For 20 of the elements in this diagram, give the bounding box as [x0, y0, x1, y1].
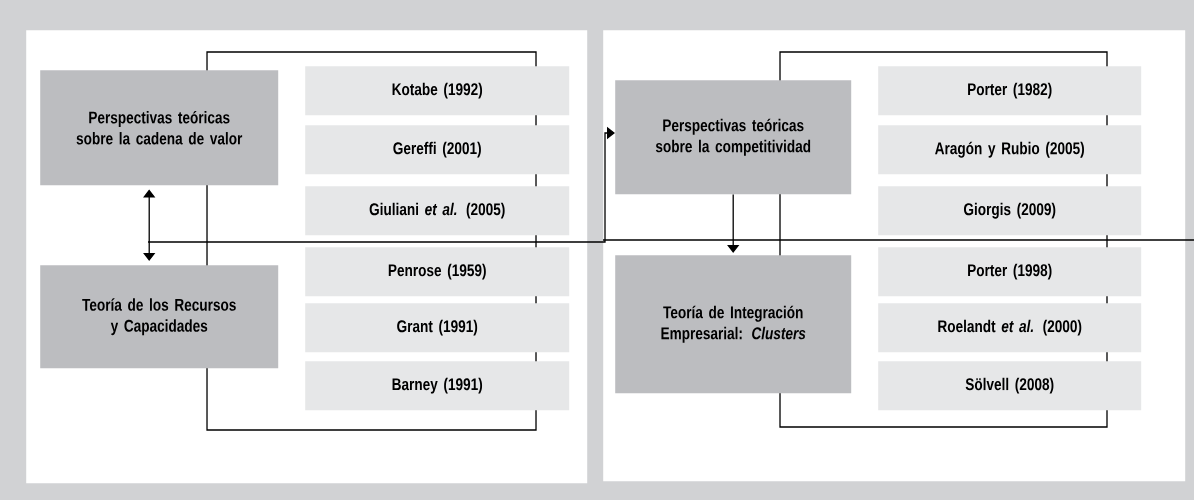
reference-box: Roelandt et al. (2000) — [878, 303, 1142, 353]
reference-box: Sölvell (2008) — [878, 361, 1142, 411]
arrow — [143, 189, 156, 261]
reference-box: Porter (1998) — [878, 247, 1142, 297]
reference-box: Barney (1991) — [305, 361, 570, 411]
theory-box: Perspectivas teóricas sobre la cadena de valor — [40, 70, 279, 186]
theory-box: Perspectivas teóricas sobre la competitividad — [615, 80, 852, 195]
reference-box: Giuliani et al. (2005) — [305, 186, 570, 236]
theory-box: Teoría de los Recursos y Capacidades — [40, 265, 279, 369]
reference-box: Aragón y Rubio (2005) — [878, 125, 1142, 175]
reference-box: Giorgis (2009) — [878, 186, 1142, 236]
arrow — [147, 126, 615, 243]
theory-box: Teoría de Integración Empresarial: Clusters — [615, 255, 852, 394]
reference-box: Grant (1991) — [305, 303, 570, 353]
connector-line — [602, 239, 1194, 241]
reference-box: Kotabe (1992) — [305, 66, 570, 116]
reference-box: Penrose (1959) — [305, 247, 570, 297]
reference-box: Gereffi (2001) — [305, 125, 570, 175]
arrow — [727, 193, 740, 253]
reference-box: Porter (1982) — [878, 66, 1142, 116]
